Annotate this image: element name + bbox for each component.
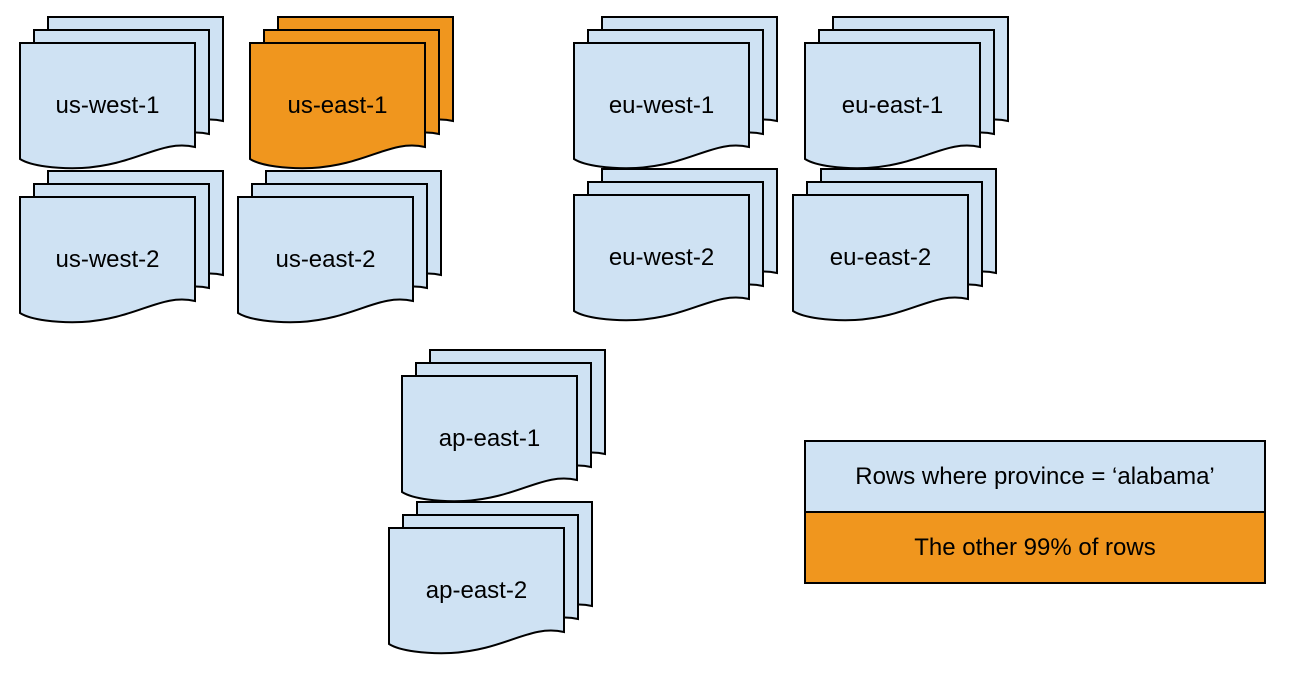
region-label: us-east-1 (287, 91, 388, 119)
legend-item-label: The other 99% of rows (914, 533, 1156, 561)
region-label: eu-west-2 (608, 243, 715, 271)
legend-item-other-rows: The other 99% of rows (806, 511, 1264, 582)
region-stack-eu-east-1: eu-east-1 (803, 15, 1010, 170)
region-label: us-west-1 (55, 91, 160, 119)
region-label: ap-east-1 (438, 424, 541, 452)
region-label: us-west-2 (55, 245, 160, 273)
region-stack-eu-west-2: eu-west-2 (572, 167, 779, 322)
region-label: eu-east-1 (841, 91, 944, 119)
region-stack-eu-west-1: eu-west-1 (572, 15, 779, 170)
region-stack-ap-east-1: ap-east-1 (400, 348, 607, 503)
region-stack-us-east-1: us-east-1 (248, 15, 455, 170)
legend-item-alabama-rows: Rows where province = ‘alabama’ (806, 442, 1264, 511)
region-stack-us-west-2: us-west-2 (18, 169, 225, 324)
region-label: ap-east-2 (425, 576, 528, 604)
region-stack-eu-east-2: eu-east-2 (791, 167, 998, 322)
region-stack-us-west-1: us-west-1 (18, 15, 225, 170)
region-label: eu-west-1 (608, 91, 715, 119)
legend-item-label: Rows where province = ‘alabama’ (855, 462, 1215, 490)
legend: Rows where province = ‘alabama’ The othe… (804, 440, 1266, 584)
region-label: us-east-2 (275, 245, 376, 273)
region-stack-ap-east-2: ap-east-2 (387, 500, 594, 655)
region-label: eu-east-2 (829, 243, 932, 271)
region-stack-us-east-2: us-east-2 (236, 169, 443, 324)
